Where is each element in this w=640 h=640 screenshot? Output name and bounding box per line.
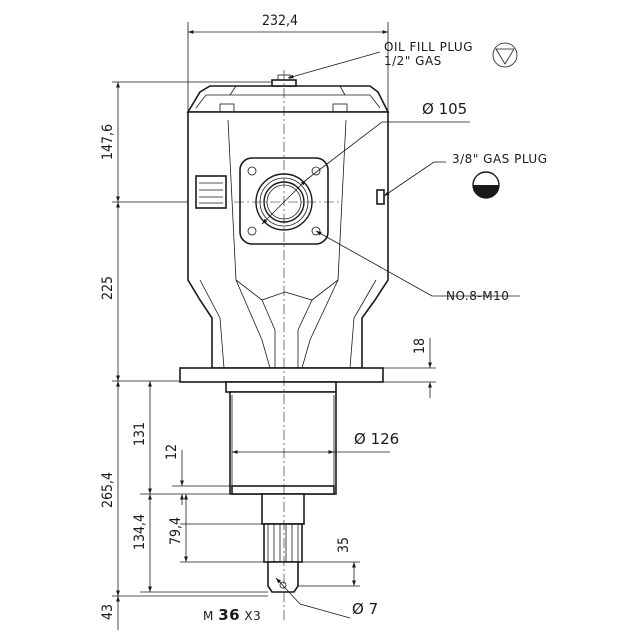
tip-height-label: 43 [100, 604, 116, 620]
extension-lines [112, 22, 436, 597]
thread-suffix: X3 [244, 609, 261, 623]
dimension-labels: 232,4 147,6 225 265,4 43 131 134,4 12 79… [100, 13, 428, 620]
shaft-length-label: 134,4 [132, 514, 148, 550]
oil-fill-plug-size-label: 1/2" GAS [384, 54, 442, 68]
bolts-label: NO.8-M10 [446, 289, 509, 303]
oil-fill-plug-label: OIL FILL PLUG [384, 40, 473, 54]
callouts: OIL FILL PLUG 1/2" GAS 3/8" GAS PLUG NO.… [203, 40, 548, 624]
thread-label: M 36 X3 [203, 606, 261, 624]
diameter-labels: Ø 105 Ø 126 Ø 7 [352, 100, 467, 618]
mid-height-label: 225 [100, 276, 116, 300]
thread-prefix: M [203, 609, 214, 623]
output-shaft [261, 493, 305, 593]
flange-thickness-label: 18 [412, 338, 428, 354]
dimension-lines [116, 30, 520, 630]
gas-plug-label: 3/8" GAS PLUG [452, 152, 548, 166]
shaft-total-label: 265,4 [100, 472, 116, 508]
center-lines [234, 70, 340, 620]
collar-height-label: 12 [164, 444, 180, 460]
spline-length-label: 79,4 [168, 517, 184, 545]
bearing-diameter-label: Ø 105 [422, 100, 467, 118]
housing-diameter-label: Ø 126 [354, 430, 399, 448]
lower-housing-label: 131 [132, 422, 148, 446]
triangle-in-circle-icon [492, 42, 518, 68]
half-filled-circle-icon [472, 171, 500, 199]
output-flange [179, 367, 384, 495]
overall-width-label: 232,4 [262, 13, 298, 29]
shaft-hole-diameter-label: Ø 7 [352, 600, 378, 618]
gearbox-housing [186, 74, 390, 369]
top-height-label: 147,6 [100, 124, 116, 160]
thread-size: 36 [218, 606, 240, 624]
spline-end-label: 35 [336, 537, 352, 553]
